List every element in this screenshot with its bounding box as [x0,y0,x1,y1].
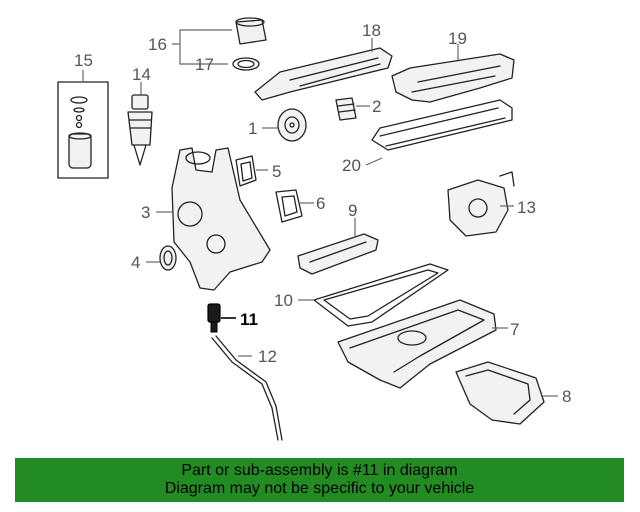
callout-2: 2 [372,97,381,116]
part-upper-oil-pan [337,299,497,389]
part-front-seal [159,245,177,271]
callout-13: 13 [517,198,536,217]
info-banner: Part or sub-assembly is #11 in diagram D… [15,458,624,502]
part-oil-filler-cap [235,17,267,45]
part-oil-pan-gasket [313,263,449,327]
callout-4: 4 [131,253,140,272]
callout-17: 17 [195,55,214,74]
callout-20: 20 [342,156,361,175]
callout-8: 8 [562,387,571,406]
callout-12: 12 [258,347,277,366]
callout-19: 19 [448,29,467,48]
callout-15: 15 [74,51,93,70]
part-oil-pump [447,171,515,237]
callout-11: 11 [240,310,258,329]
part-gasket-6 [275,189,303,223]
part-oil-filter-housing [127,94,153,166]
callout-10: 10 [274,291,293,310]
part-boot [335,97,357,121]
part-oil-filter-kit [57,81,109,179]
part-dipstick-tube [211,335,283,441]
part-gasket-5 [235,155,257,187]
callout-6: 6 [316,194,325,213]
callout-9: 9 [348,201,357,220]
part-lower-oil-pan [455,361,545,425]
callout-7: 7 [510,320,519,339]
part-oil-baffle [297,233,379,275]
part-intake-manifold [391,53,515,103]
part-timing-cover [171,147,271,291]
callout-3: 3 [141,203,150,222]
part-pulley [277,108,307,142]
part-valve-cover-gasket [371,99,513,151]
part-oil-level-sensor [207,303,221,333]
callout-18: 18 [362,21,381,40]
callout-16: 16 [148,35,167,54]
callout-14: 14 [132,65,151,84]
callout-1: 1 [248,119,257,138]
info-banner-line-2: Diagram may not be specific to your vehi… [164,480,475,497]
info-banner-line-1: Part or sub-assembly is #11 in diagram [181,462,458,479]
part-filler-cap-seal [232,57,260,71]
part-engine-cover [254,47,393,101]
callout-5: 5 [272,162,281,181]
exploded-parts-diagram: 15 14 16 17 18 19 20 [57,17,571,441]
